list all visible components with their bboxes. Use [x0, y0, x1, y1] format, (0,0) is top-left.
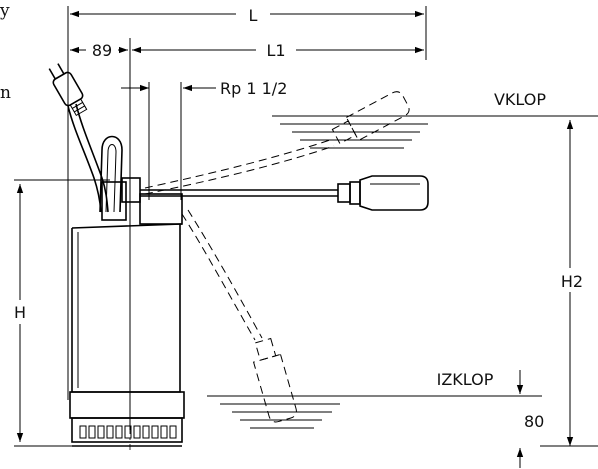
water-level-lower: IZKLOP [207, 370, 542, 429]
dimension-thread-label: Rp 1 1/2 [220, 79, 287, 98]
label-vklop: VKLOP [494, 90, 546, 109]
water-level-upper: VKLOP [272, 90, 598, 149]
float-switch-lowered [181, 209, 297, 423]
dimension-89-label: 89 [92, 41, 112, 60]
label-izklop: IZKLOP [437, 370, 494, 389]
dimension-l-label: L [249, 6, 258, 25]
dimension-89: 89 [67, 30, 131, 430]
fragment-text-mid: n [0, 83, 11, 103]
dimension-80: 80 [516, 370, 544, 468]
float-switch-raised [144, 91, 410, 195]
dimension-h-label: H [14, 303, 26, 322]
dimension-h2: H2 [540, 120, 598, 447]
float-switch-horizontal [140, 175, 429, 211]
fragment-text-top: y [0, 1, 10, 21]
dimension-l1-label: L1 [266, 41, 285, 60]
pump-body [69, 224, 185, 447]
pump-head [71, 177, 183, 229]
intake-grille [79, 425, 177, 439]
dimension-thread: Rp 1 1/2 [121, 79, 287, 200]
dimension-l: L [67, 2, 427, 30]
dimension-80-label: 80 [524, 412, 544, 431]
power-plug-icon [48, 63, 88, 117]
dimension-h2-label: H2 [561, 272, 583, 291]
dimension-h: H [10, 179, 110, 447]
pump-handle [99, 135, 123, 213]
dimension-l1: L1 [132, 30, 427, 60]
